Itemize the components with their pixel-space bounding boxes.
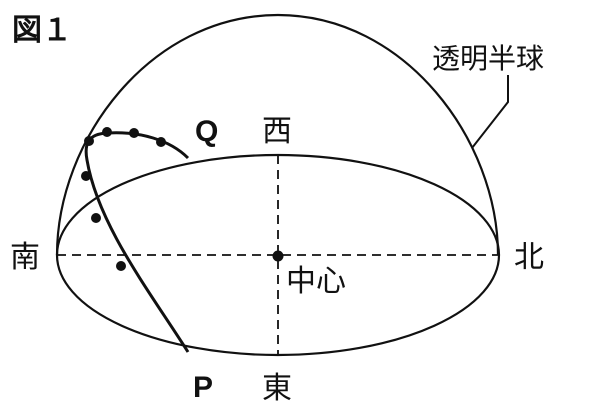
figure-label: 図１	[12, 14, 72, 47]
sun-position-dot	[102, 127, 112, 137]
hemisphere-label: 透明半球	[432, 42, 544, 75]
center-dot	[272, 250, 284, 262]
point-p-label: P	[193, 371, 213, 404]
sun-position-dot	[116, 261, 126, 271]
point-q-label: Q	[195, 115, 218, 148]
sun-position-dot	[156, 137, 166, 147]
hemisphere-leader-line	[471, 75, 509, 149]
sun-path-curve	[84, 131, 190, 353]
east-label: 東	[262, 371, 292, 406]
north-label: 北	[514, 240, 544, 275]
south-label: 南	[10, 240, 40, 275]
sun-position-dot	[84, 136, 94, 146]
center-label: 中心	[286, 264, 346, 299]
sun-position-dot	[91, 213, 101, 223]
sun-position-dot	[81, 171, 91, 181]
sun-position-dot	[129, 128, 139, 138]
west-label: 西	[262, 114, 292, 149]
